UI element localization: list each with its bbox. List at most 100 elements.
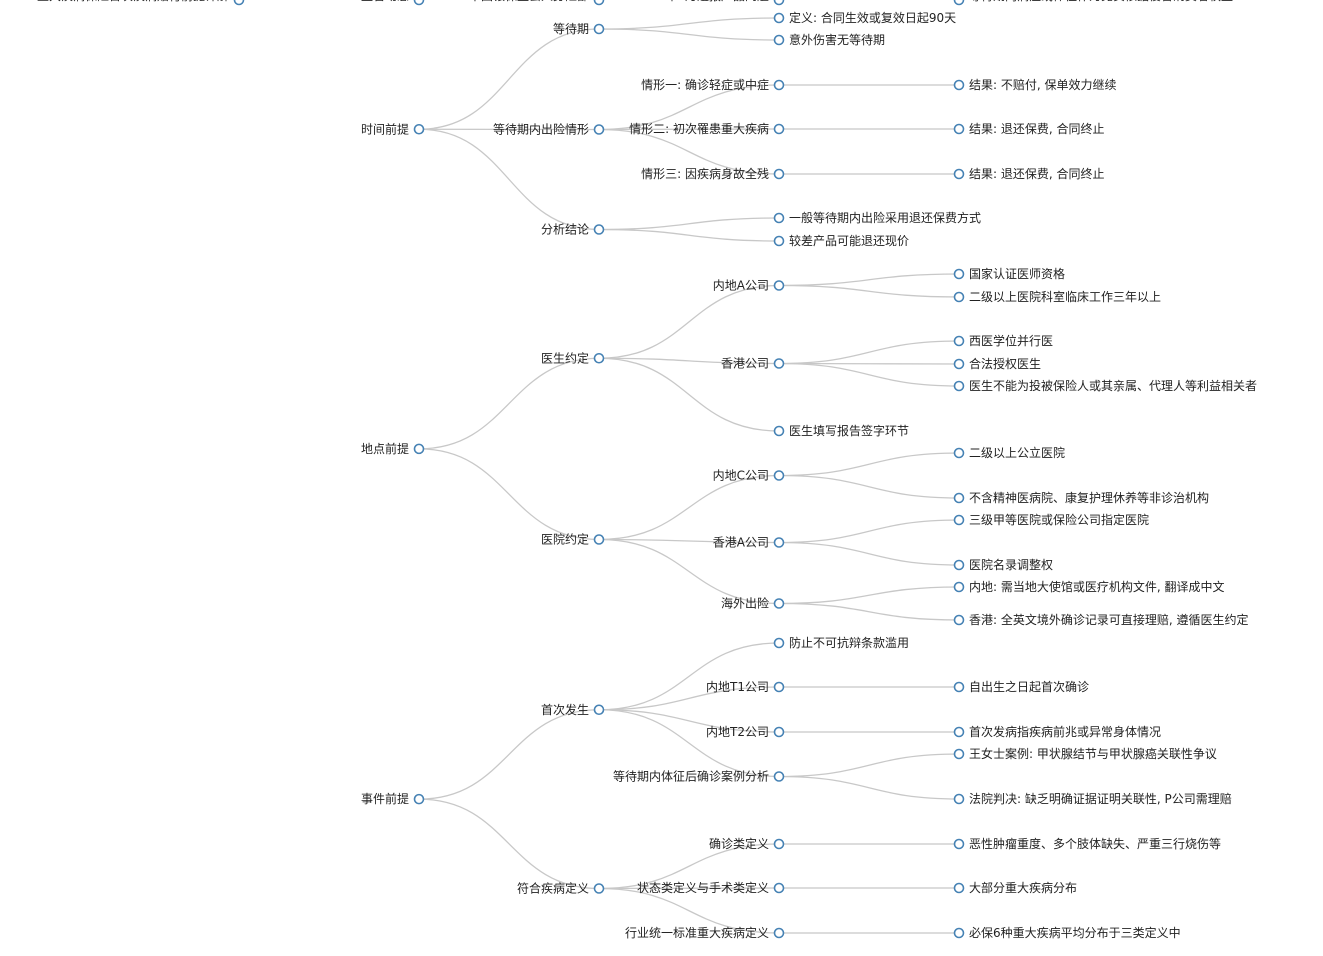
node-toggle-circle[interactable] [953,838,965,850]
mindmap-node-11[interactable]: 较差产品可能退还现价 [773,233,910,248]
mindmap-node-38[interactable]: 内地T2公司 [706,725,785,739]
node-toggle-circle[interactable] [773,0,785,6]
mindmap-node-31[interactable]: 海外出险 [721,596,785,611]
node-toggle-circle[interactable] [953,291,965,303]
mindmap-node-2[interactable]: 等待期 [553,22,605,36]
mindmap-node-45[interactable]: 大部分重大疾病分布 [953,880,1078,895]
mindmap-node-48[interactable]: 行业统一标准重大疾病定义 [625,925,785,940]
mindmap-node-19[interactable]: 医生不能为投被保险人或其亲属、代理人等利益相关者 [953,378,1258,393]
node-toggle-circle[interactable] [953,882,965,894]
mindmap-node-42[interactable]: 首次发生 [541,702,605,717]
node-toggle-circle[interactable] [953,79,965,91]
mindmap-node-36[interactable]: 内地T1公司 [706,680,785,694]
node-toggle-circle[interactable] [413,793,425,805]
mindmap-node-54[interactable]: 监管动态 [361,0,425,6]
node-toggle-circle[interactable] [953,335,965,347]
mindmap-node-35[interactable]: 自出生之日起首次确诊 [953,680,1090,694]
node-toggle-circle[interactable] [773,12,785,24]
node-toggle-circle[interactable] [773,212,785,224]
node-toggle-circle[interactable] [953,681,965,693]
node-toggle-circle[interactable] [593,0,605,6]
mindmap-node-4[interactable]: 情形一: 确诊轻症或中症 [641,77,785,92]
node-toggle-circle[interactable] [773,168,785,180]
mindmap-node-22[interactable]: 医生约定 [541,350,605,365]
node-toggle-circle[interactable] [773,34,785,46]
node-toggle-circle[interactable] [773,425,785,437]
mindmap-node-12[interactable]: 分析结论 [541,223,605,237]
mindmap-node-27[interactable]: 医院名录调整权 [953,557,1054,572]
node-toggle-circle[interactable] [773,771,785,782]
node-toggle-circle[interactable] [593,534,605,545]
node-toggle-circle[interactable] [953,358,965,370]
mindmap-node-7[interactable]: 结果: 退还保费, 合同终止 [953,166,1105,181]
mindmap-node-20[interactable]: 香港公司 [721,357,785,371]
mindmap-node-8[interactable]: 情形三: 因疾病身故全残 [641,166,785,181]
mindmap-node-44[interactable]: 确诊类定义 [709,836,785,851]
node-toggle-circle[interactable] [953,380,965,392]
mindmap-node-53[interactable]: 中国银保监会人身险部 [469,0,605,6]
mindmap-node-14[interactable]: 国家认证医师资格 [953,266,1066,281]
node-toggle-circle[interactable] [953,559,965,571]
mindmap-node-51[interactable]: 等待期内病症或体征作为免责依据侵害消费者权益 [953,0,1234,6]
node-toggle-circle[interactable] [593,352,605,364]
node-toggle-circle[interactable] [773,470,785,481]
node-toggle-circle[interactable] [773,882,785,894]
node-toggle-circle[interactable] [593,704,605,716]
node-toggle-circle[interactable] [953,614,965,626]
mindmap-node-46[interactable]: 状态类定义与手术类定义 [637,880,785,895]
node-toggle-circle[interactable] [773,838,785,850]
node-toggle-circle[interactable] [773,927,785,939]
mindmap-node-50[interactable]: 事件前提 [361,791,425,806]
mindmap-node-18[interactable]: 合法授权医生 [953,356,1042,371]
mindmap-node-49[interactable]: 符合疾病定义 [517,881,605,896]
mindmap-node-41[interactable]: 等待期内体征后确诊案例分析 [613,769,785,784]
mindmap-node-3[interactable]: 结果: 不赔付, 保单效力继续 [953,77,1117,92]
mindmap-node-47[interactable]: 必保6种重大疾病平均分布于三类定义中 [953,925,1181,940]
node-toggle-circle[interactable] [413,123,425,135]
mindmap-node-33[interactable]: 地点前提 [361,441,425,456]
mindmap-node-55[interactable]: 重大疾病保险首次疾病赔付前提详解 [37,0,245,6]
mindmap-node-39[interactable]: 王女士案例: 甲状腺结节与甲状腺癌关联性争议 [953,746,1217,761]
node-toggle-circle[interactable] [953,927,965,939]
mindmap-node-40[interactable]: 法院判决: 缺乏明确证据证明关联性, P公司需理赔 [953,791,1232,806]
node-toggle-circle[interactable] [593,124,605,135]
node-toggle-circle[interactable] [773,79,785,91]
mindmap-node-26[interactable]: 三级甲等医院或保险公司指定医院 [953,512,1150,527]
mindmap-node-25[interactable]: 内地C公司 [713,469,785,483]
mindmap-node-1[interactable]: 意外伤害无等待期 [773,32,886,47]
node-toggle-circle[interactable] [953,581,965,593]
node-toggle-circle[interactable] [773,280,785,291]
mindmap-node-52[interactable]: 2020年1月通报产品问题 [635,0,785,6]
node-toggle-circle[interactable] [953,726,965,738]
mindmap-node-16[interactable]: 内地A公司 [713,279,785,293]
mindmap-node-28[interactable]: 香港A公司 [713,536,785,550]
node-toggle-circle[interactable] [593,224,605,235]
node-toggle-circle[interactable] [953,447,965,459]
node-toggle-circle[interactable] [773,537,785,548]
node-toggle-circle[interactable] [773,681,785,693]
node-toggle-circle[interactable] [953,492,965,504]
mindmap-node-17[interactable]: 西医学位并行医 [953,333,1054,348]
mindmap-node-13[interactable]: 时间前提 [361,121,425,136]
node-toggle-circle[interactable] [773,358,785,369]
node-toggle-circle[interactable] [413,443,425,455]
node-toggle-circle[interactable] [953,748,965,760]
node-toggle-circle[interactable] [773,598,785,609]
mindmap-node-32[interactable]: 医院约定 [541,532,605,547]
mindmap-node-34[interactable]: 防止不可抗辩条款滥用 [773,635,910,650]
mindmap-node-43[interactable]: 恶性肿瘤重度、多个肢体缺失、严重三行烧伤等 [953,836,1222,851]
node-toggle-circle[interactable] [953,0,965,6]
node-toggle-circle[interactable] [953,123,965,135]
mindmap-node-29[interactable]: 内地: 需当地大使馆或医疗机构文件, 翻译成中文 [953,579,1225,594]
mindmap-node-15[interactable]: 二级以上医院科室临床工作三年以上 [953,289,1162,304]
mindmap-node-23[interactable]: 二级以上公立医院 [953,445,1066,460]
mindmap-node-5[interactable]: 结果: 退还保费, 合同终止 [953,121,1105,136]
node-toggle-circle[interactable] [953,268,965,280]
mindmap-node-0[interactable]: 定义: 合同生效或复效日起90天 [773,10,957,25]
mindmap-node-30[interactable]: 香港: 全英文境外确诊记录可直接理赔, 遵循医生约定 [953,612,1249,627]
mindmap-node-9[interactable]: 等待期内出险情形 [493,122,605,137]
node-toggle-circle[interactable] [953,514,965,526]
node-toggle-circle[interactable] [773,235,785,247]
mindmap-node-6[interactable]: 情形二: 初次罹患重大疾病 [629,121,785,136]
node-toggle-circle[interactable] [773,637,785,649]
